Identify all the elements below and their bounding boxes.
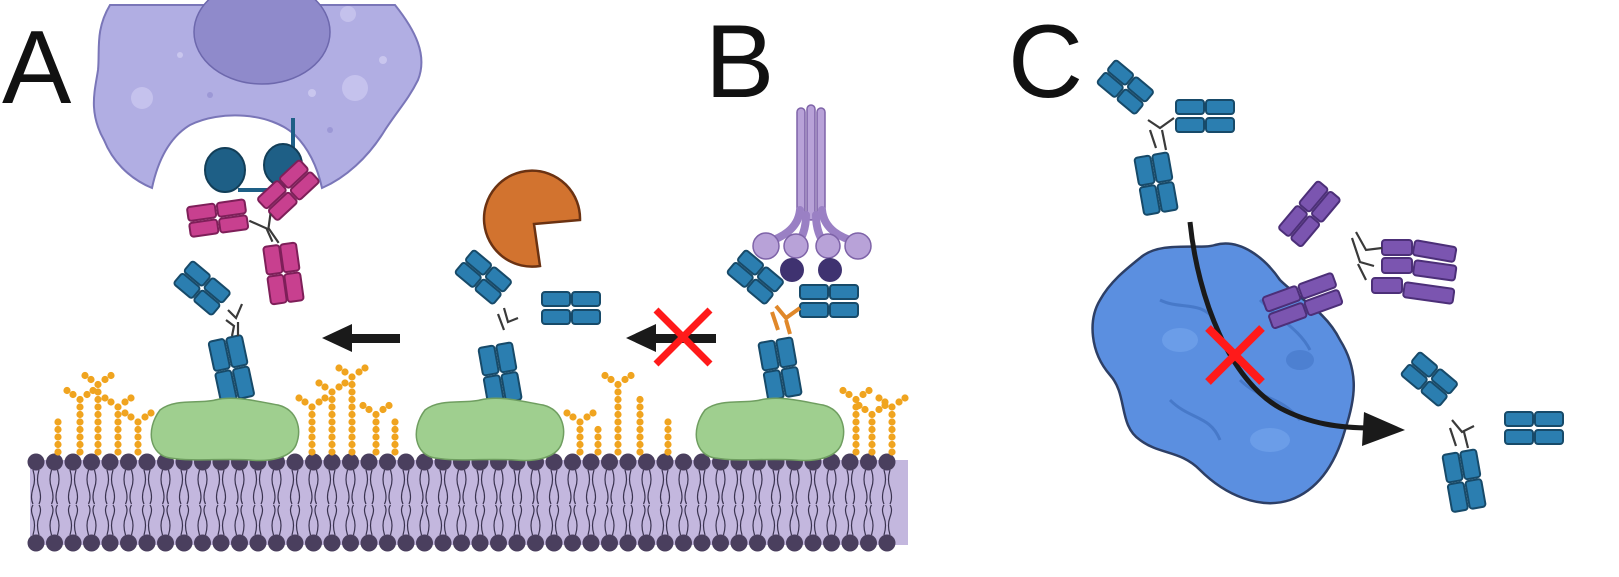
antigen-left xyxy=(150,397,300,462)
immune-cell xyxy=(92,4,423,190)
antigen-middle xyxy=(415,397,565,462)
purple-antibody xyxy=(1261,180,1458,330)
cell-membrane xyxy=(27,453,908,552)
blue-antibody-b xyxy=(726,249,859,401)
blue-antibody-a xyxy=(173,260,255,404)
magenta-antibody xyxy=(186,159,320,306)
blue-antibody-c-bottom xyxy=(1400,351,1564,513)
panel-label-c: C xyxy=(1008,4,1084,120)
cleaved-antibody xyxy=(454,249,601,406)
panel-b xyxy=(454,104,872,406)
blue-antibody-c-top xyxy=(1096,59,1235,216)
antigen-right xyxy=(695,397,845,462)
protease-enzyme xyxy=(482,169,582,268)
nucleus xyxy=(193,0,331,85)
panel-c xyxy=(1091,59,1564,513)
inhibition-x-b xyxy=(653,307,713,367)
arrow-left-a xyxy=(322,324,400,352)
curved-arrow-head xyxy=(1362,412,1405,446)
panel-a xyxy=(92,0,423,404)
panel-label-b: B xyxy=(705,4,775,120)
purple-receptor xyxy=(752,104,872,282)
curved-arrow xyxy=(1187,221,1373,431)
inhibition-x-c xyxy=(1205,325,1265,385)
panel-label-a: A xyxy=(2,10,72,126)
glycan-chains xyxy=(54,364,909,456)
